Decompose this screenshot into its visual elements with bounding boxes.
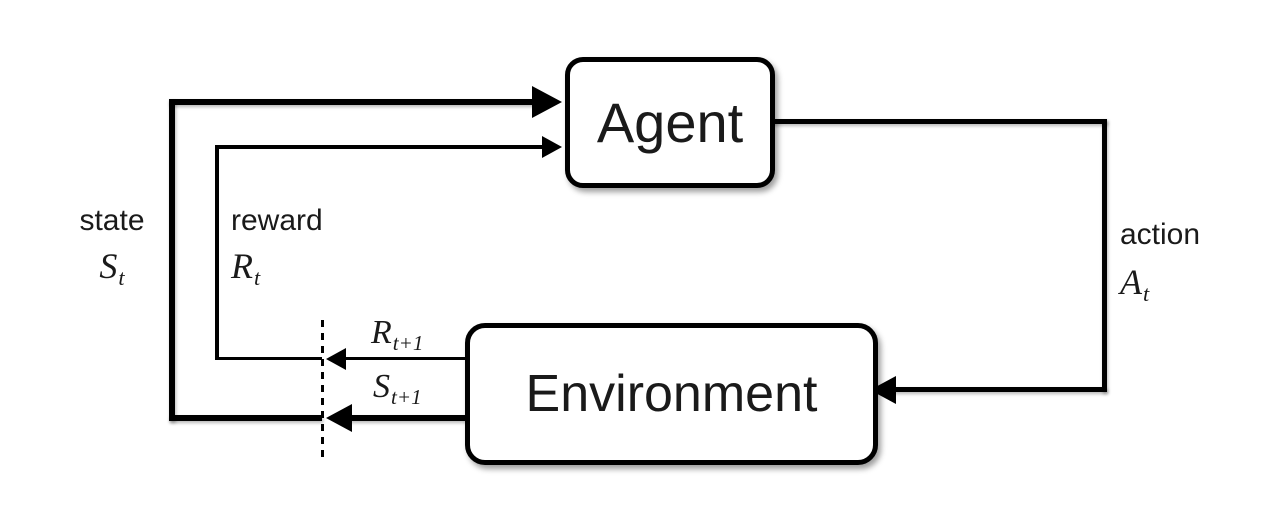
state-word-label: state xyxy=(79,204,145,237)
action-line-bottom xyxy=(892,387,1107,392)
reward-word-label: reward xyxy=(231,204,323,237)
action-symbol: At xyxy=(1120,264,1149,305)
action-symbol-sub: t xyxy=(1143,281,1150,307)
action-line-vertical xyxy=(1102,119,1107,392)
agent-label: Agent xyxy=(596,91,744,154)
agent-node: Agent xyxy=(565,57,775,188)
next-reward-symbol-sub: t+1 xyxy=(392,330,424,355)
state-line-top xyxy=(169,99,536,105)
next-reward-line xyxy=(342,357,467,360)
reward-line-top xyxy=(215,145,546,149)
reward-symbol: Rt xyxy=(231,248,260,289)
state-line-bottom xyxy=(169,415,322,421)
next-reward-symbol-base: R xyxy=(371,314,392,351)
environment-node: Environment xyxy=(465,323,878,465)
state-symbol: St xyxy=(62,248,162,289)
action-symbol-base: A xyxy=(1120,262,1142,302)
next-state-line xyxy=(348,415,467,421)
next-reward-arrowhead-icon xyxy=(326,348,346,370)
action-word-label: action xyxy=(1120,218,1201,251)
next-state-symbol: St+1 xyxy=(373,370,422,408)
reward-symbol-base: R xyxy=(231,246,253,286)
reward-line-vertical xyxy=(215,145,219,360)
reward-symbol-sub: t xyxy=(254,265,261,291)
reward-line-bottom xyxy=(215,357,322,360)
next-state-symbol-sub: t+1 xyxy=(391,384,422,409)
state-symbol-sub: t xyxy=(118,265,125,291)
next-state-symbol-base: S xyxy=(373,368,390,405)
action-line-top xyxy=(765,119,1107,124)
state-symbol-base: S xyxy=(99,246,118,286)
next-reward-symbol: Rt+1 xyxy=(371,316,423,354)
time-step-boundary-dashed-line xyxy=(321,320,324,460)
environment-label: Environment xyxy=(525,365,818,423)
state-arrowhead-icon xyxy=(532,86,562,118)
state-line-vertical xyxy=(169,99,175,421)
reward-arrowhead-icon xyxy=(542,136,562,158)
next-state-arrowhead-icon xyxy=(326,404,352,432)
